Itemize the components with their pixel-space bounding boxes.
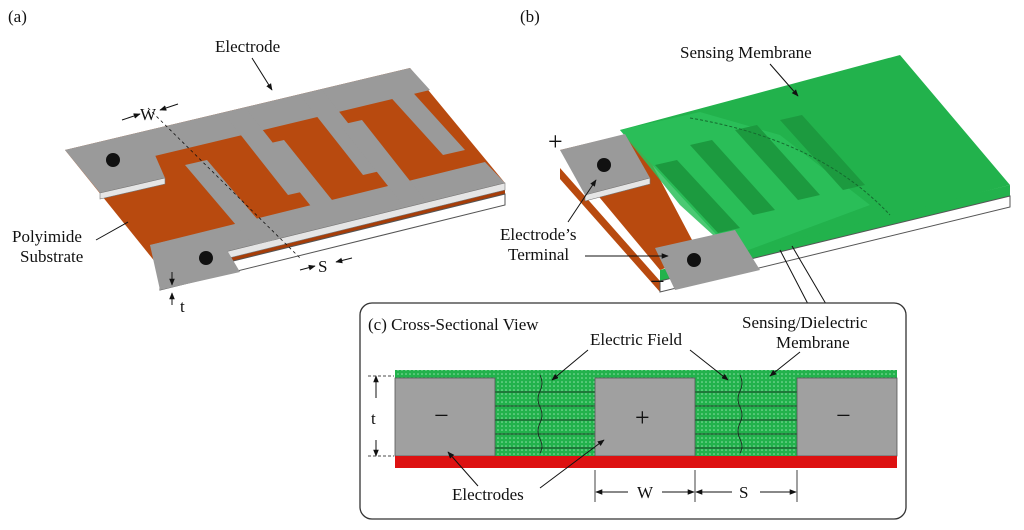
- electrode-label: Electrode: [215, 37, 280, 56]
- s-label-c: S: [739, 483, 748, 502]
- membrane-curl-edge: [689, 117, 891, 216]
- membrane-gap-left: [495, 370, 595, 456]
- membrane-finger-4: [780, 115, 865, 190]
- terminal-hole-b-top: [597, 158, 611, 172]
- substrate-label-line2: Substrate: [20, 247, 83, 266]
- substrate-label-line1: Polyimide: [12, 227, 82, 246]
- terminal-hole-bottom: [199, 251, 213, 265]
- electrode-center: [594, 377, 696, 457]
- electrode-finger-3: [375, 75, 465, 155]
- s-label-a: S: [318, 257, 327, 276]
- membrane-gap-right: [695, 370, 797, 456]
- electrode-finger-6: [340, 120, 425, 205]
- electric-field-lines: [495, 374, 797, 454]
- membrane-label: Sensing Membrane: [680, 43, 812, 62]
- t-label-a: t: [180, 297, 185, 316]
- panel-c: (c) Cross-Sectional View − + − t: [359, 302, 907, 520]
- electrode-right: [796, 377, 898, 457]
- membrane-finger-3: [735, 125, 820, 200]
- plus-sign-b: +: [548, 127, 563, 156]
- terminal-label-line2: Terminal: [508, 245, 569, 264]
- w-label-a: W: [140, 105, 157, 124]
- terminal-hole-top: [106, 153, 120, 167]
- electrodes-label: Electrodes: [452, 485, 524, 504]
- cross-section-title: (c) Cross-Sectional View: [368, 315, 539, 334]
- zoom-line-right: [791, 245, 827, 305]
- sign-left: −: [434, 401, 449, 430]
- terminal-hole-b-bottom: [687, 253, 701, 267]
- t-label-c: t: [371, 409, 376, 428]
- membrane-c-label-line1: Sensing/Dielectric: [742, 313, 868, 332]
- w-label-c: W: [637, 483, 654, 502]
- electrode-finger-5: [262, 140, 348, 225]
- terminal-label-line1: Electrode’s: [500, 225, 576, 244]
- membrane-finger-2: [690, 140, 775, 215]
- membrane-top-band: [395, 370, 897, 378]
- terminal-pad-bottom: [655, 230, 760, 290]
- zoom-line-left: [779, 249, 809, 305]
- panel-a: (a) Electrode Polyimide Substrate W S: [8, 7, 506, 316]
- electrode-top-pad-edge: [99, 177, 166, 200]
- panel-b-tag: (b): [520, 7, 540, 26]
- terminal-pad-top-edge: [584, 177, 651, 202]
- membrane-finger-1: [655, 160, 740, 233]
- sign-center: +: [635, 403, 650, 432]
- minus-sign-b: −: [650, 267, 665, 296]
- sign-right: −: [836, 401, 851, 430]
- field-label: Electric Field: [590, 330, 683, 349]
- panel-a-tag: (a): [8, 7, 27, 26]
- electrode-finger-4: [185, 160, 275, 245]
- substrate-base: [395, 456, 897, 468]
- panel-b: (b) Sensing Membrane + − Electrode’s Ter…: [500, 7, 1011, 305]
- membrane-c-label-line2: Membrane: [776, 333, 850, 352]
- electrode-left: [394, 377, 496, 457]
